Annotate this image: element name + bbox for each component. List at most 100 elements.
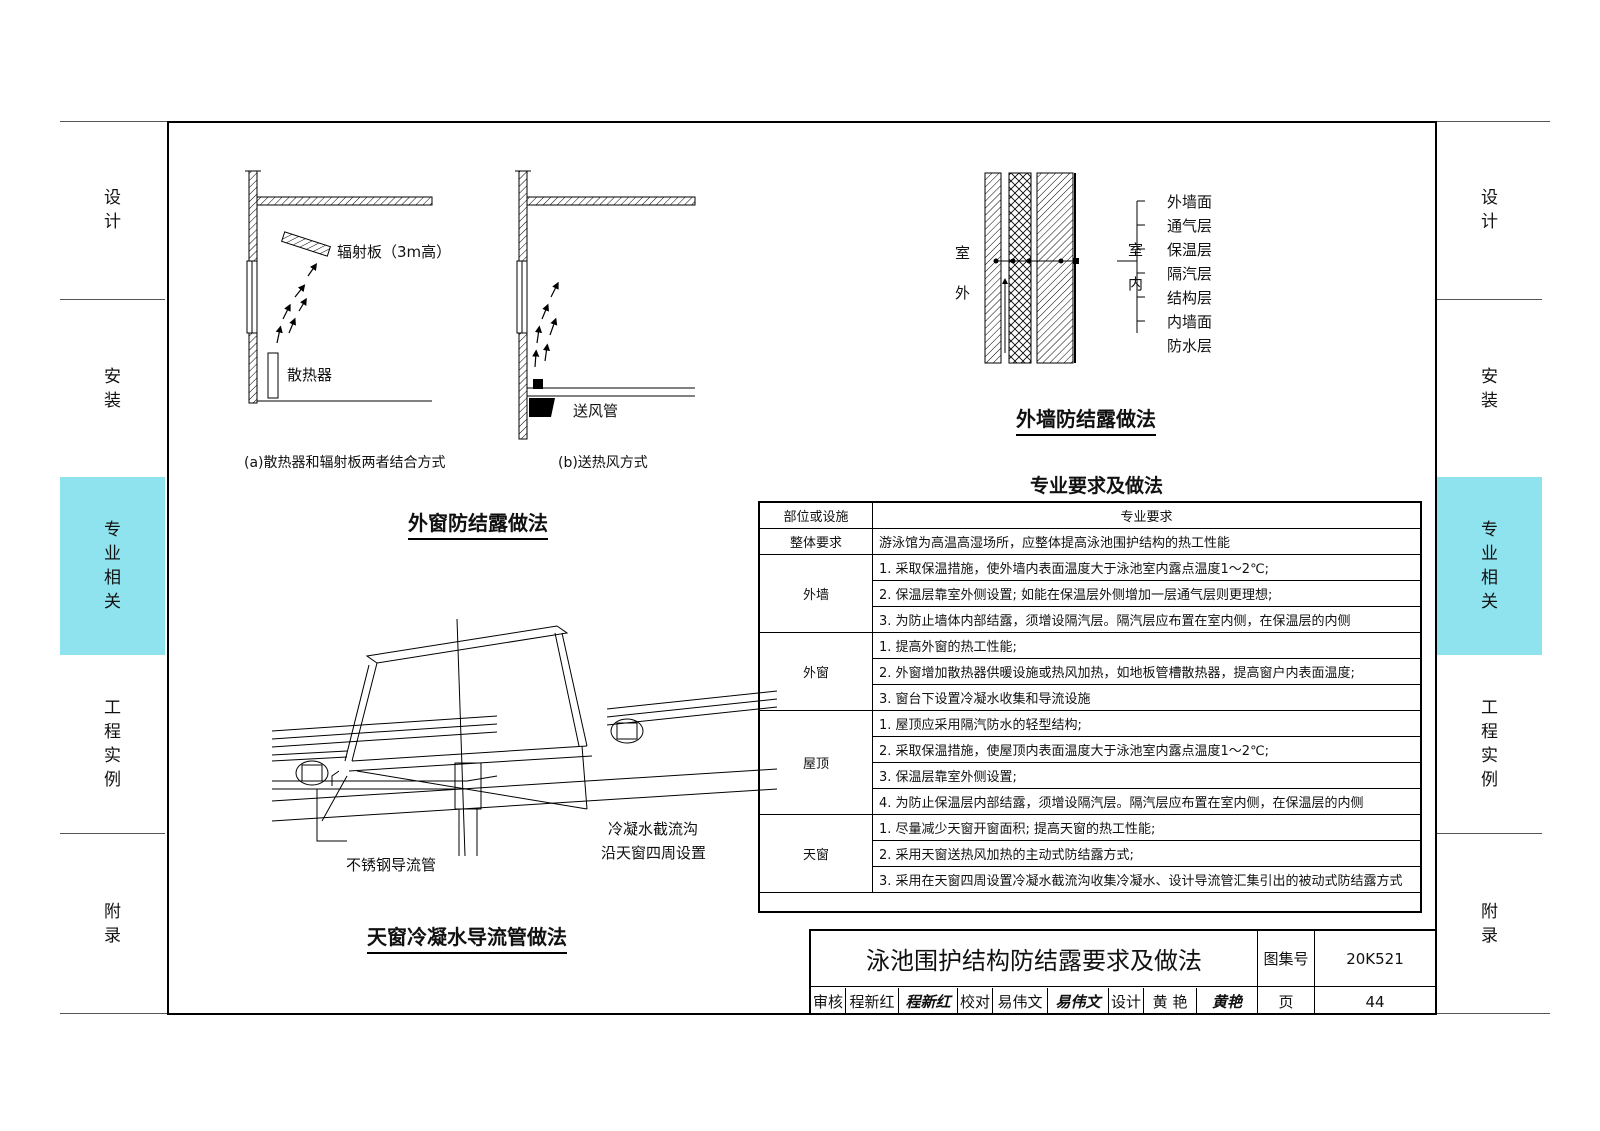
label-gutter-2: 沿天窗四周设置 (601, 844, 707, 862)
tab-label: 设计 (1481, 188, 1498, 232)
row-item: 1. 尽量减少天窗开窗面积; 提高天窗的热工性能; (872, 814, 1421, 841)
header-requirement: 专业要求 (872, 502, 1421, 529)
row-item: 4. 为防止保温层内部结露，须增设隔汽层。隔汽层应布置在室内侧，在保温层的内侧 (872, 788, 1421, 815)
table-row: 3. 窗台下设置冷凝水收集和导流设施 (760, 684, 1421, 711)
row-item: 游泳馆为高温高湿场所，应整体提高泳池围护结构的热工性能 (872, 528, 1421, 555)
tb-divider (1047, 988, 1048, 1015)
label-radiator: 散热器 (287, 366, 333, 384)
label-air-duct: 送风管 (573, 402, 619, 420)
tb-divider (1257, 931, 1258, 1015)
drawing-title: 泳池围护结构防结露要求及做法 (811, 931, 1257, 987)
skylight-figure-title: 天窗冷凝水导流管做法 (367, 921, 567, 954)
caption-figure-b: (b)送热风方式 (558, 455, 648, 471)
row-location: 整体要求 (759, 528, 873, 555)
wall-layer: 内墙面 (1167, 313, 1213, 331)
row-item: 1. 提高外窗的热工性能; (872, 632, 1421, 659)
left-tab-design[interactable]: 设计 (60, 121, 165, 299)
tb-divider (898, 988, 899, 1015)
table-row: 屋顶 1. 屋顶应采用隔汽防水的轻型结构; (759, 710, 1421, 815)
table-row: 3. 为防止墙体内部结露，须增设隔汽层。隔汽层应布置在室内侧，在保温层的内侧 (760, 606, 1421, 633)
table-row: 2. 外窗增加散热器供暖设施或热风加热，如地板管槽散热器，提高窗户内表面温度; (760, 658, 1421, 685)
label-outdoor: 室外 (955, 244, 971, 302)
right-tab-examples[interactable]: 工程实例 (1437, 655, 1542, 833)
table-row: 4. 为防止保温层内部结露，须增设隔汽层。隔汽层应布置在室内侧，在保温层的内侧 (760, 788, 1421, 815)
left-side-nav: 设计 安装 专业相关 工程实例 附录 (60, 121, 165, 1013)
wall-layer: 隔汽层 (1167, 265, 1213, 283)
tb-divider (1196, 988, 1197, 1015)
wall-layer: 结构层 (1167, 289, 1213, 307)
tb-divider (1314, 931, 1315, 1015)
table-row: 2. 采取保温措施，使屋顶内表面温度大于泳池室内露点温度1～2℃; (760, 736, 1421, 763)
wall-figure-title: 外墙防结露做法 (1016, 403, 1156, 436)
row-location: 外窗 (759, 632, 873, 711)
page-number: 44 (1365, 992, 1385, 1011)
table-row: 外墙 1. 采取保温措施，使外墙内表面温度大于泳池室内露点温度1～2℃; (759, 554, 1421, 633)
tab-label: 工程实例 (1481, 698, 1498, 790)
tb-divider (992, 988, 993, 1015)
row-item: 2. 采用天窗送热风加热的主动式防结露方式; (872, 840, 1421, 867)
tab-label: 专业相关 (104, 520, 121, 612)
row-item: 3. 为防止墙体内部结露，须增设隔汽层。隔汽层应布置在室内侧，在保温层的内侧 (872, 606, 1421, 633)
tab-divider (60, 833, 165, 834)
reviewer-name: 程新红 (849, 993, 895, 1011)
label-gutter-1: 冷凝水截流沟 (608, 820, 699, 838)
wall-layer: 保温层 (1167, 241, 1213, 259)
design-label: 设计 (1110, 993, 1141, 1011)
row-item: 3. 保温层靠室外侧设置; (872, 762, 1421, 789)
atlas-label: 图集号 (1258, 931, 1314, 987)
window-figure-b (515, 170, 696, 440)
tb-divider (1108, 988, 1109, 1015)
checker-signature: 易伟文 (1055, 993, 1101, 1011)
window-figure-a (245, 170, 433, 404)
drawing-frame (167, 121, 1437, 1015)
tb-divider (957, 988, 958, 1015)
tab-divider (60, 299, 165, 300)
title-block: 泳池围护结构防结露要求及做法 图集号 20K521 审核 程新红 程新红 校对 … (809, 929, 1437, 1015)
right-tab-install[interactable]: 安装 (1437, 300, 1542, 477)
review-label: 审核 (812, 993, 843, 1011)
label-pipe: 不锈钢导流管 (346, 856, 437, 874)
tab-divider (1437, 833, 1542, 834)
reviewer-signature: 程新红 (905, 993, 951, 1011)
row-location: 天窗 (759, 814, 873, 893)
right-tab-professional[interactable]: 专业相关 (1437, 477, 1542, 655)
tb-divider (845, 988, 846, 1015)
left-tab-examples[interactable]: 工程实例 (60, 655, 165, 833)
page-label: 页 (1278, 993, 1294, 1011)
row-location: 屋顶 (759, 710, 873, 815)
designer-name: 黄 艳 (1152, 993, 1188, 1011)
designer-signature: 黄艳 (1211, 993, 1242, 1011)
caption-figure-a: (a)散热器和辐射板两者结合方式 (244, 455, 446, 471)
header-location: 部位或设施 (759, 502, 873, 529)
left-tab-appendix[interactable]: 附录 (60, 834, 165, 1013)
label-indoor: 室内 (1128, 241, 1144, 293)
tab-divider (1437, 299, 1542, 300)
right-tab-design[interactable]: 设计 (1437, 121, 1542, 299)
row-item: 2. 外窗增加散热器供暖设施或热风加热，如地板管槽散热器，提高窗户内表面温度; (872, 658, 1421, 685)
row-item: 2. 保温层靠室外侧设置; 如能在保温层外侧增加一层通气层则更理想; (872, 580, 1421, 607)
row-item: 3. 窗台下设置冷凝水收集和导流设施 (872, 684, 1421, 711)
wall-layer: 外墙面 (1167, 193, 1213, 211)
table-row: 3. 保温层靠室外侧设置; (760, 762, 1421, 789)
row-location: 外墙 (759, 554, 873, 633)
drawings-svg (245, 170, 1145, 857)
tab-label: 安装 (1481, 366, 1498, 411)
label-radiant-panel: 辐射板（3m高） (337, 243, 452, 261)
tab-label: 附录 (1481, 901, 1498, 946)
left-tab-professional[interactable]: 专业相关 (60, 477, 165, 655)
table-row: 3. 采用在天窗四周设置冷凝水截流沟收集冷凝水、设计导流管汇集引出的被动式防结露… (760, 866, 1421, 893)
wall-layer: 通气层 (1167, 217, 1213, 235)
table-title: 专业要求及做法 (1030, 475, 1164, 497)
row-item: 3. 采用在天窗四周设置冷凝水截流沟收集冷凝水、设计导流管汇集引出的被动式防结露… (872, 866, 1421, 893)
wall-figure (984, 172, 1145, 364)
wall-layer-list: 外墙面 通气层 保温层 隔汽层 结构层 内墙面 防水层 (1167, 190, 1227, 358)
row-item: 1. 屋顶应采用隔汽防水的轻型结构; (872, 710, 1421, 737)
left-tab-install[interactable]: 安装 (60, 300, 165, 477)
tab-label: 附录 (104, 901, 121, 946)
tab-label: 工程实例 (104, 698, 121, 790)
table-row: 天窗 1. 尽量减少天窗开窗面积; 提高天窗的热工性能; (759, 814, 1421, 893)
table-header-row: 部位或设施 专业要求 (759, 502, 1421, 529)
right-tab-appendix[interactable]: 附录 (1437, 834, 1542, 1013)
check-label: 校对 (959, 993, 990, 1011)
wall-layer: 防水层 (1167, 337, 1213, 355)
